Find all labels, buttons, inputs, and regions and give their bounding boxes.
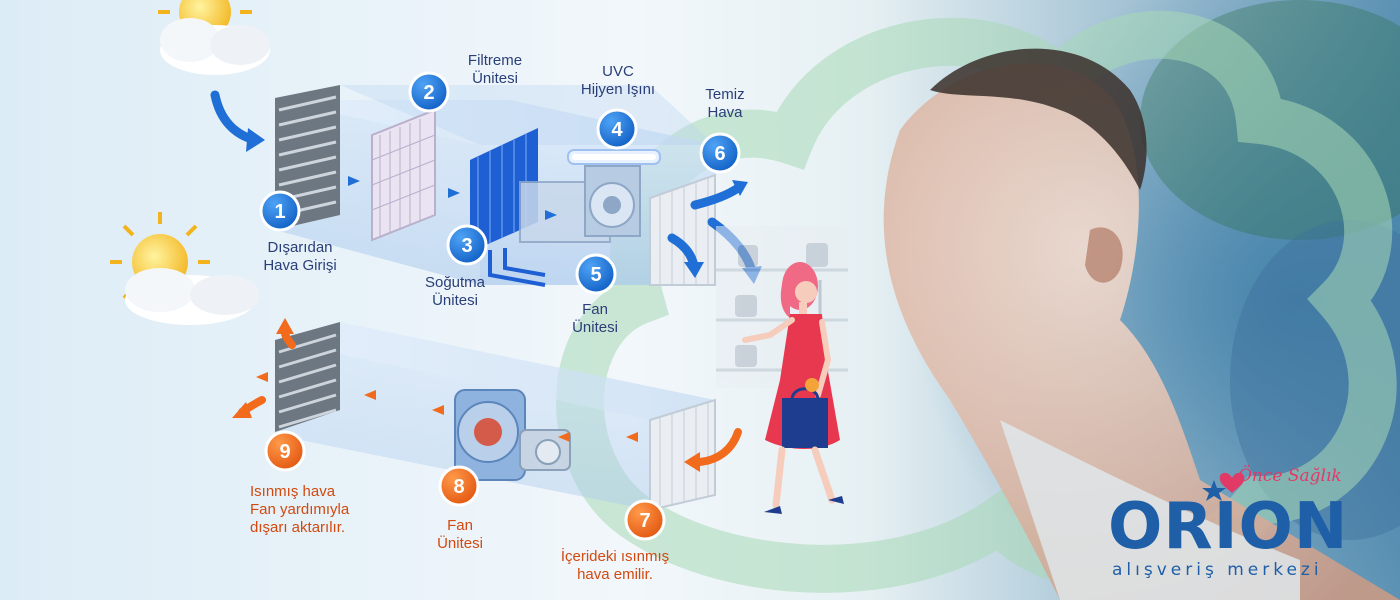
step-2-line1: Filtreme (467, 52, 523, 69)
step-1-number: 1 (274, 201, 285, 223)
step-3-label: Soğutma Ünitesi (405, 274, 505, 310)
supply-fan (519, 165, 641, 243)
step-badge-3: 3 (446, 224, 488, 266)
exhaust-grille (275, 322, 340, 432)
step-4-line1: UVC (602, 63, 634, 80)
step-6-line1: Temiz (705, 86, 745, 103)
step-3-line1: Soğutma (424, 274, 486, 291)
exhaust-arrow-heads (232, 318, 700, 472)
brand-tagline: Önce Sağlık (1238, 466, 1342, 486)
step-7-line1: İçerideki ısınmış (560, 548, 670, 565)
step-1-line1: Dışarıdan (267, 239, 333, 256)
step-8-number: 8 (453, 476, 464, 498)
sun-cloud-icon-2 (110, 212, 260, 325)
filter-panel (371, 108, 436, 242)
step-1-label: Dışarıdan Hava Girişi (240, 239, 360, 275)
step-badge-1: 1 (259, 190, 301, 232)
step-4-label: UVC Hijyen Işını (563, 63, 673, 99)
star-icon (1202, 480, 1226, 501)
step-4-line2: Hijyen Işını (580, 81, 656, 98)
step-9-line1: Isınmış hava (250, 483, 336, 500)
step-6-label: Temiz Hava (690, 86, 760, 122)
step-4-number: 4 (611, 119, 623, 141)
uvc-lamp (567, 149, 661, 165)
step-7-number: 7 (639, 510, 650, 532)
step-badge-6: 6 (699, 132, 741, 174)
step-5-number: 5 (590, 264, 601, 286)
step-5-line1: Fan (582, 301, 608, 318)
step-badge-9: 9 (264, 430, 306, 472)
flow-arrows (348, 176, 557, 220)
step-3-number: 3 (461, 235, 472, 257)
step-9-line2: Fan yardımıyla (250, 501, 350, 518)
step-9-label: Isınmış hava Fan yardımıyla dışarı aktar… (250, 483, 380, 537)
step-2-number: 2 (423, 82, 434, 104)
exhaust-flow-arrows (256, 372, 638, 442)
step-8-label: Fan Ünitesi (425, 517, 495, 553)
exhaust-fan (454, 389, 571, 481)
step-badge-2: 2 (408, 71, 450, 113)
step-1-line2: Hava Girişi (263, 257, 337, 274)
sun-cloud-icon (158, 0, 270, 75)
step-6-line2: Hava (707, 104, 743, 121)
brand-subtitle: alışveriş merkezi (1112, 560, 1323, 580)
heart-icon (1219, 472, 1245, 493)
step-badge-8: 8 (438, 465, 480, 507)
step-badge-7: 7 (624, 499, 666, 541)
man-photo (883, 48, 1400, 600)
step-6-number: 6 (714, 143, 725, 165)
step-5-line2: Ünitesi (572, 319, 618, 336)
step-9-line3: dışarı aktarılır. (250, 519, 346, 536)
step-2-label: Filtreme Ünitesi (450, 52, 540, 88)
step-7-label: İçerideki ısınmış hava emilir. (545, 548, 685, 584)
step-5-label: Fan Ünitesi (555, 301, 635, 337)
step-badge-5: 5 (575, 253, 617, 295)
step-7-line2: hava emilir. (577, 566, 653, 583)
step-8-line2: Ünitesi (437, 535, 483, 552)
step-badge-4: 4 (596, 108, 638, 150)
step-8-line1: Fan (447, 517, 473, 534)
brand-logo: ORION (1108, 490, 1349, 564)
shopper-woman (742, 262, 844, 514)
step-9-number: 9 (279, 441, 290, 463)
return-grille (649, 398, 716, 512)
step-2-line2: Ünitesi (472, 70, 518, 87)
step-3-line2: Ünitesi (432, 292, 478, 309)
